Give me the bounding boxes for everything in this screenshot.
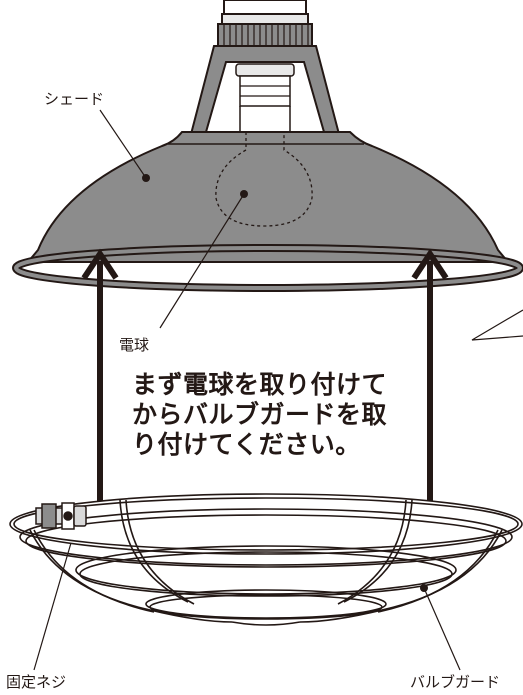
socket-top (217, 0, 313, 47)
shade (12, 131, 523, 292)
label-bulb-guard: バルブガード (410, 673, 501, 691)
label-shade: シェード (44, 90, 105, 108)
shade-neck (188, 45, 342, 139)
instruction-line-2: からバルブガードを取 (132, 400, 388, 429)
label-fixing-screw: 固定ネジ (6, 673, 67, 691)
arrows (81, 248, 449, 516)
label-bulb: 電球 (119, 336, 150, 354)
bulb-guard (9, 493, 523, 626)
bulb-hidden (215, 132, 313, 227)
instruction-line-3: り付けてください。 (132, 430, 361, 459)
instruction-line-1: まず電球を取り付けて (132, 370, 388, 399)
instruction-text: まず電球を取り付けて からバルブガードを取 り付けてください。 (132, 370, 432, 460)
fixing-screw (35, 502, 87, 530)
